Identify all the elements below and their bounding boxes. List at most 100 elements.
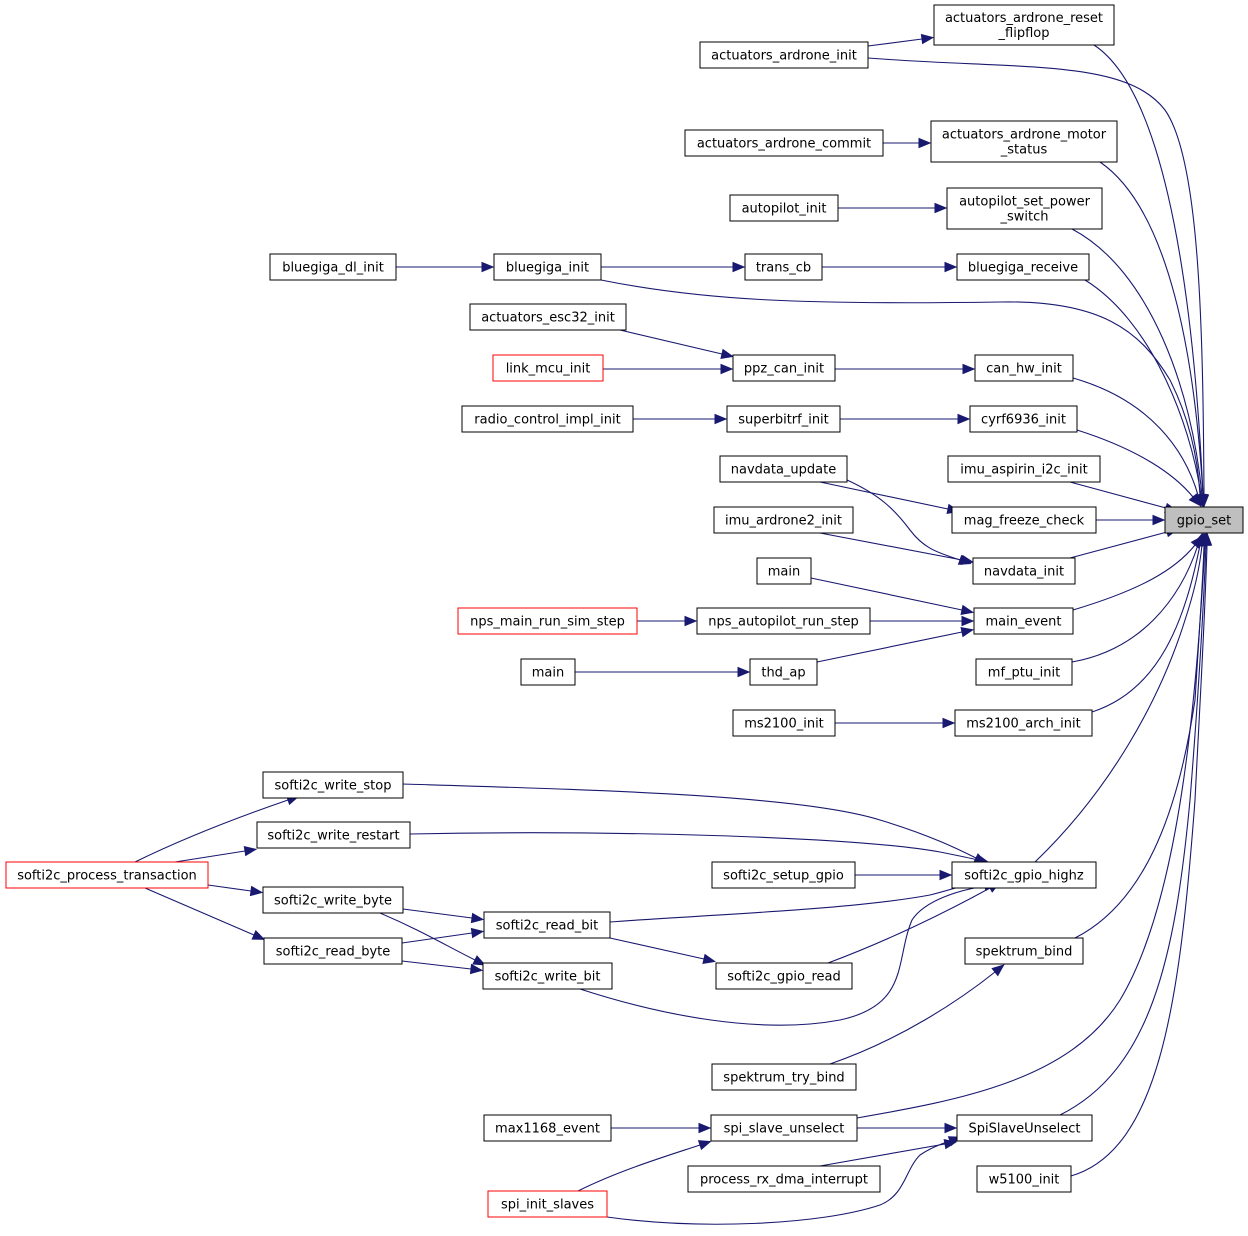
node-softi2c-setup-gpio[interactable]: softi2c_setup_gpio — [711, 861, 856, 889]
node-spektrum-try-bind[interactable]: spektrum_try_bind — [711, 1063, 857, 1091]
node-box — [263, 937, 403, 965]
node-label: ppz_can_init — [744, 362, 824, 377]
node-spislaveunselect[interactable]: SpiSlaveUnselect — [956, 1114, 1093, 1142]
node-softi2c-gpio-read[interactable]: softi2c_gpio_read — [715, 962, 853, 990]
edge-max1168-event-to-spi-slave-unselect — [611, 1122, 712, 1134]
node-main-event[interactable]: main_event — [973, 607, 1074, 635]
node-main-1[interactable]: main — [756, 557, 812, 585]
node-actuators-ardrone-init[interactable]: actuators_ardrone_init — [699, 41, 869, 69]
edge-softi2c-process-transaction-to-softi2c-read-byte — [144, 887, 266, 940]
node-spektrum-bind[interactable]: spektrum_bind — [964, 937, 1084, 965]
node-main-2[interactable]: main — [520, 658, 576, 686]
edge-softi2c-write-bit-to-softi2c-gpio-highz — [579, 880, 998, 1026]
node-actuators-ardrone-commit[interactable]: actuators_ardrone_commit — [684, 129, 884, 157]
node-cyrf6936-init[interactable]: cyrf6936_init — [969, 405, 1078, 433]
node-label: spi_init_slaves — [501, 1198, 594, 1213]
node-box — [930, 120, 1118, 163]
node-actuators-esc32-init[interactable]: actuators_esc32_init — [469, 303, 627, 331]
node-navdata-init[interactable]: navdata_init — [972, 557, 1076, 585]
node-bluegiga-init[interactable]: bluegiga_init — [493, 253, 602, 281]
arrow-head-icon — [942, 717, 956, 729]
node-box — [262, 886, 404, 914]
edge-line — [207, 884, 252, 892]
node-box — [487, 1190, 608, 1218]
node-label: softi2c_read_bit — [496, 919, 598, 934]
node-softi2c-write-byte[interactable]: softi2c_write_byte — [262, 886, 404, 914]
node-softi2c-read-byte[interactable]: softi2c_read_byte — [263, 937, 403, 965]
node-ms2100-arch-init[interactable]: ms2100_arch_init — [954, 709, 1093, 737]
node-can-hw-init[interactable]: can_hw_init — [974, 354, 1074, 382]
node-label: bluegiga_dl_init — [282, 261, 384, 276]
node-ppz-can-init[interactable]: ppz_can_init — [732, 354, 836, 382]
node-spi-slave-unselect[interactable]: spi_slave_unselect — [710, 1114, 858, 1142]
node-autopilot-set-power-switch[interactable]: autopilot_set_power_switch — [946, 187, 1103, 230]
node-box — [726, 405, 841, 433]
edge-line — [1071, 228, 1203, 496]
node-box — [756, 557, 812, 585]
node-actuators-ardrone-reset-flipflop[interactable]: actuators_ardrone_reset_flipflop — [933, 4, 1115, 46]
node-softi2c-write-bit[interactable]: softi2c_write_bit — [482, 962, 613, 990]
node-mag-freeze-check[interactable]: mag_freeze_check — [951, 506, 1097, 534]
node-box — [687, 1165, 881, 1193]
node-box — [715, 962, 853, 990]
node-mf-ptu-init[interactable]: mf_ptu_init — [975, 658, 1073, 686]
edge-softi2c-read-byte-to-softi2c-write-bit — [401, 960, 484, 975]
node-spi-init-slaves[interactable]: spi_init_slaves — [487, 1190, 608, 1218]
node-box — [710, 1114, 858, 1142]
node-autopilot-init[interactable]: autopilot_init — [729, 194, 839, 222]
edge-line — [1070, 544, 1208, 1177]
edge-line — [402, 783, 977, 859]
node-bluegiga-dl-init[interactable]: bluegiga_dl_init — [269, 253, 397, 281]
edge-actuators-ardrone-commit-to-actuators-ardrone-motor-status — [883, 137, 932, 149]
node-link-mcu-init[interactable]: link_mcu_init — [492, 354, 604, 382]
node-softi2c-read-bit[interactable]: softi2c_read_bit — [483, 911, 611, 939]
edge-radio-control-impl-init-to-superbitrf-init — [633, 413, 728, 425]
edge-main-event-to-gpio-set — [1072, 535, 1203, 611]
edge-line — [827, 887, 991, 964]
node-label: radio_control_impl_init — [474, 413, 620, 428]
node-w5100-init[interactable]: w5100_init — [976, 1165, 1072, 1193]
node-box — [947, 455, 1101, 483]
node-superbitrf-init[interactable]: superbitrf_init — [726, 405, 841, 433]
node-nps-main-run-sim-step[interactable]: nps_main_run_sim_step — [457, 607, 638, 635]
node-actuators-ardrone-motor-status[interactable]: actuators_ardrone_motor_status — [930, 120, 1118, 163]
edge-ms2100-arch-init-to-gpio-set — [1091, 532, 1206, 713]
edge-nps-autopilot-run-step-to-main-event — [870, 615, 975, 627]
node-radio-control-impl-init[interactable]: radio_control_impl_init — [461, 405, 634, 433]
node-softi2c-process-transaction[interactable]: softi2c_process_transaction — [5, 861, 209, 889]
edge-main-1-to-main-event — [810, 577, 975, 616]
arrow-head-icon — [698, 1122, 712, 1134]
node-box — [973, 607, 1074, 635]
edge-process-rx-dma-interrupt-to-spislaveunselect — [819, 1138, 958, 1167]
node-navdata-update[interactable]: navdata_update — [719, 455, 848, 483]
node-box — [492, 354, 604, 382]
node-thd-ap[interactable]: thd_ap — [749, 658, 818, 686]
node-label: gpio_set — [1177, 514, 1231, 529]
node-softi2c-write-restart[interactable]: softi2c_write_restart — [256, 821, 411, 849]
edge-ms2100-init-to-ms2100-arch-init — [835, 717, 956, 729]
node-label: softi2c_gpio_read — [727, 970, 841, 985]
edge-link-mcu-init-to-ppz-can-init — [603, 363, 734, 375]
edge-actuators-esc32-init-to-ppz-can-init — [619, 329, 734, 360]
node-nps-autopilot-run-step[interactable]: nps_autopilot_run_step — [696, 607, 871, 635]
node-label: main_event — [985, 615, 1061, 630]
node-imu-ardrone2-init[interactable]: imu_ardrone2_init — [713, 506, 854, 534]
arrow-head-icon — [961, 615, 975, 627]
node-label: SpiSlaveUnselect — [968, 1122, 1080, 1137]
node-gpio-set[interactable]: gpio_set — [1164, 506, 1244, 534]
arrow-head-icon — [243, 845, 258, 857]
node-ms2100-init[interactable]: ms2100_init — [732, 709, 836, 737]
node-bluegiga-receive[interactable]: bluegiga_receive — [956, 253, 1090, 281]
node-softi2c-write-stop[interactable]: softi2c_write_stop — [262, 771, 404, 799]
arrow-head-icon — [732, 261, 746, 273]
edge-line — [1034, 544, 1203, 863]
node-box — [969, 405, 1078, 433]
node-softi2c-gpio-highz[interactable]: softi2c_gpio_highz — [951, 861, 1097, 889]
node-label: actuators_ardrone_reset — [945, 11, 1103, 26]
node-trans-cb[interactable]: trans_cb — [744, 253, 823, 281]
node-max1168-event[interactable]: max1168_event — [483, 1114, 612, 1142]
node-process-rx-dma-interrupt[interactable]: process_rx_dma_interrupt — [687, 1165, 881, 1193]
node-imu-aspirin-i2c-init[interactable]: imu_aspirin_i2c_init — [947, 455, 1101, 483]
node-box — [956, 253, 1090, 281]
node-box — [975, 658, 1073, 686]
